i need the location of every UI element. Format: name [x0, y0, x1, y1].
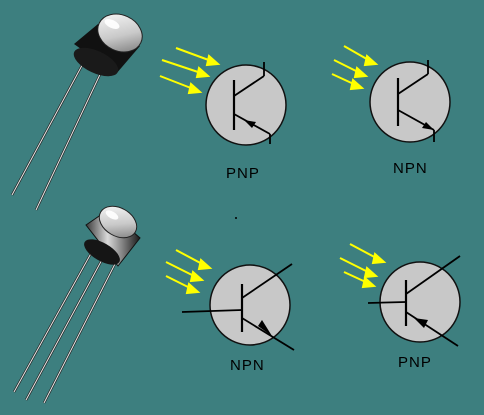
light-rays	[331, 45, 379, 91]
label-pnp-bottom: PNP	[398, 354, 432, 371]
label-pnp-top: PNP	[226, 165, 260, 182]
base-lead	[367, 301, 407, 304]
transistor-circle	[205, 64, 287, 146]
symbol-npn-bottom-left	[165, 249, 295, 351]
three-lead-phototransistor	[12, 205, 141, 404]
transistor-circle	[209, 264, 291, 346]
emitter-arrow	[258, 320, 272, 336]
transistor-circle	[369, 61, 451, 143]
two-lead-phototransistor	[10, 13, 143, 211]
symbol-pnp-bottom-right	[339, 243, 461, 347]
symbol-npn-top-right	[331, 45, 451, 143]
speck	[235, 217, 237, 219]
light-rays	[339, 243, 387, 289]
label-npn-bottom: NPN	[230, 357, 265, 374]
light-rays	[159, 47, 221, 95]
label-npn-top: NPN	[393, 160, 428, 177]
symbol-pnp-top-left	[159, 47, 287, 146]
light-rays	[165, 249, 213, 295]
base-lead	[181, 309, 243, 313]
emitter-arrow	[422, 122, 434, 130]
emitter-arrow	[414, 318, 428, 328]
emitter-arrow	[244, 120, 256, 128]
